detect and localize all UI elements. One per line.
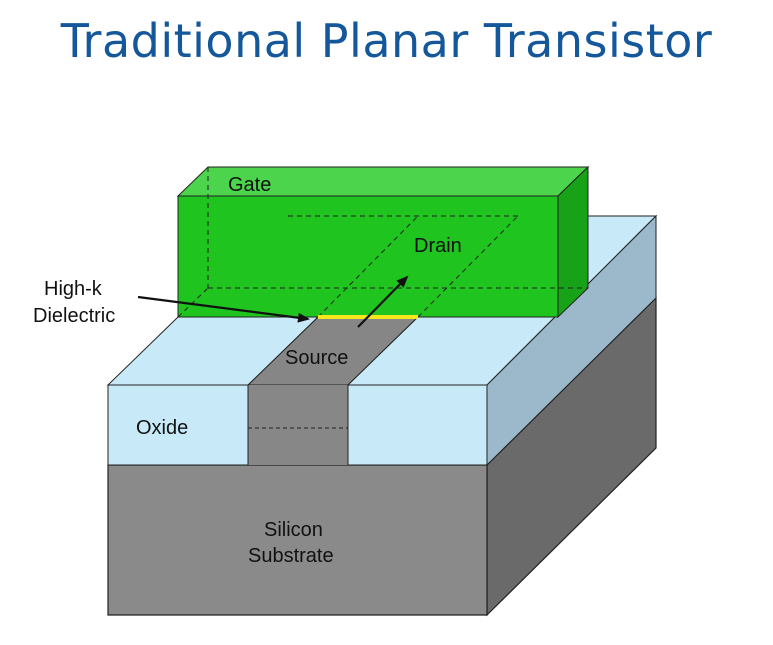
source-label: Source — [285, 347, 348, 369]
high-k-label-line2: Dielectric — [33, 305, 115, 327]
gate-front-face — [177, 195, 559, 318]
substrate-label-line2: Substrate — [248, 545, 334, 567]
oxide-label: Oxide — [136, 417, 188, 439]
source-to-drain-arrow — [357, 275, 409, 328]
trench-face — [248, 385, 348, 465]
gate-label: Gate — [228, 174, 271, 196]
high-k-pointer-arrow — [137, 295, 310, 323]
page-title: Traditional Planar Transistor — [60, 14, 713, 68]
oxide-left-front — [107, 384, 249, 466]
high-k-label-line1: High-k — [44, 278, 103, 300]
substrate-label-line1: Silicon — [264, 519, 323, 541]
drain-label: Drain — [414, 235, 462, 257]
oxide-right-front — [347, 384, 488, 466]
hidden-edges — [177, 167, 588, 318]
